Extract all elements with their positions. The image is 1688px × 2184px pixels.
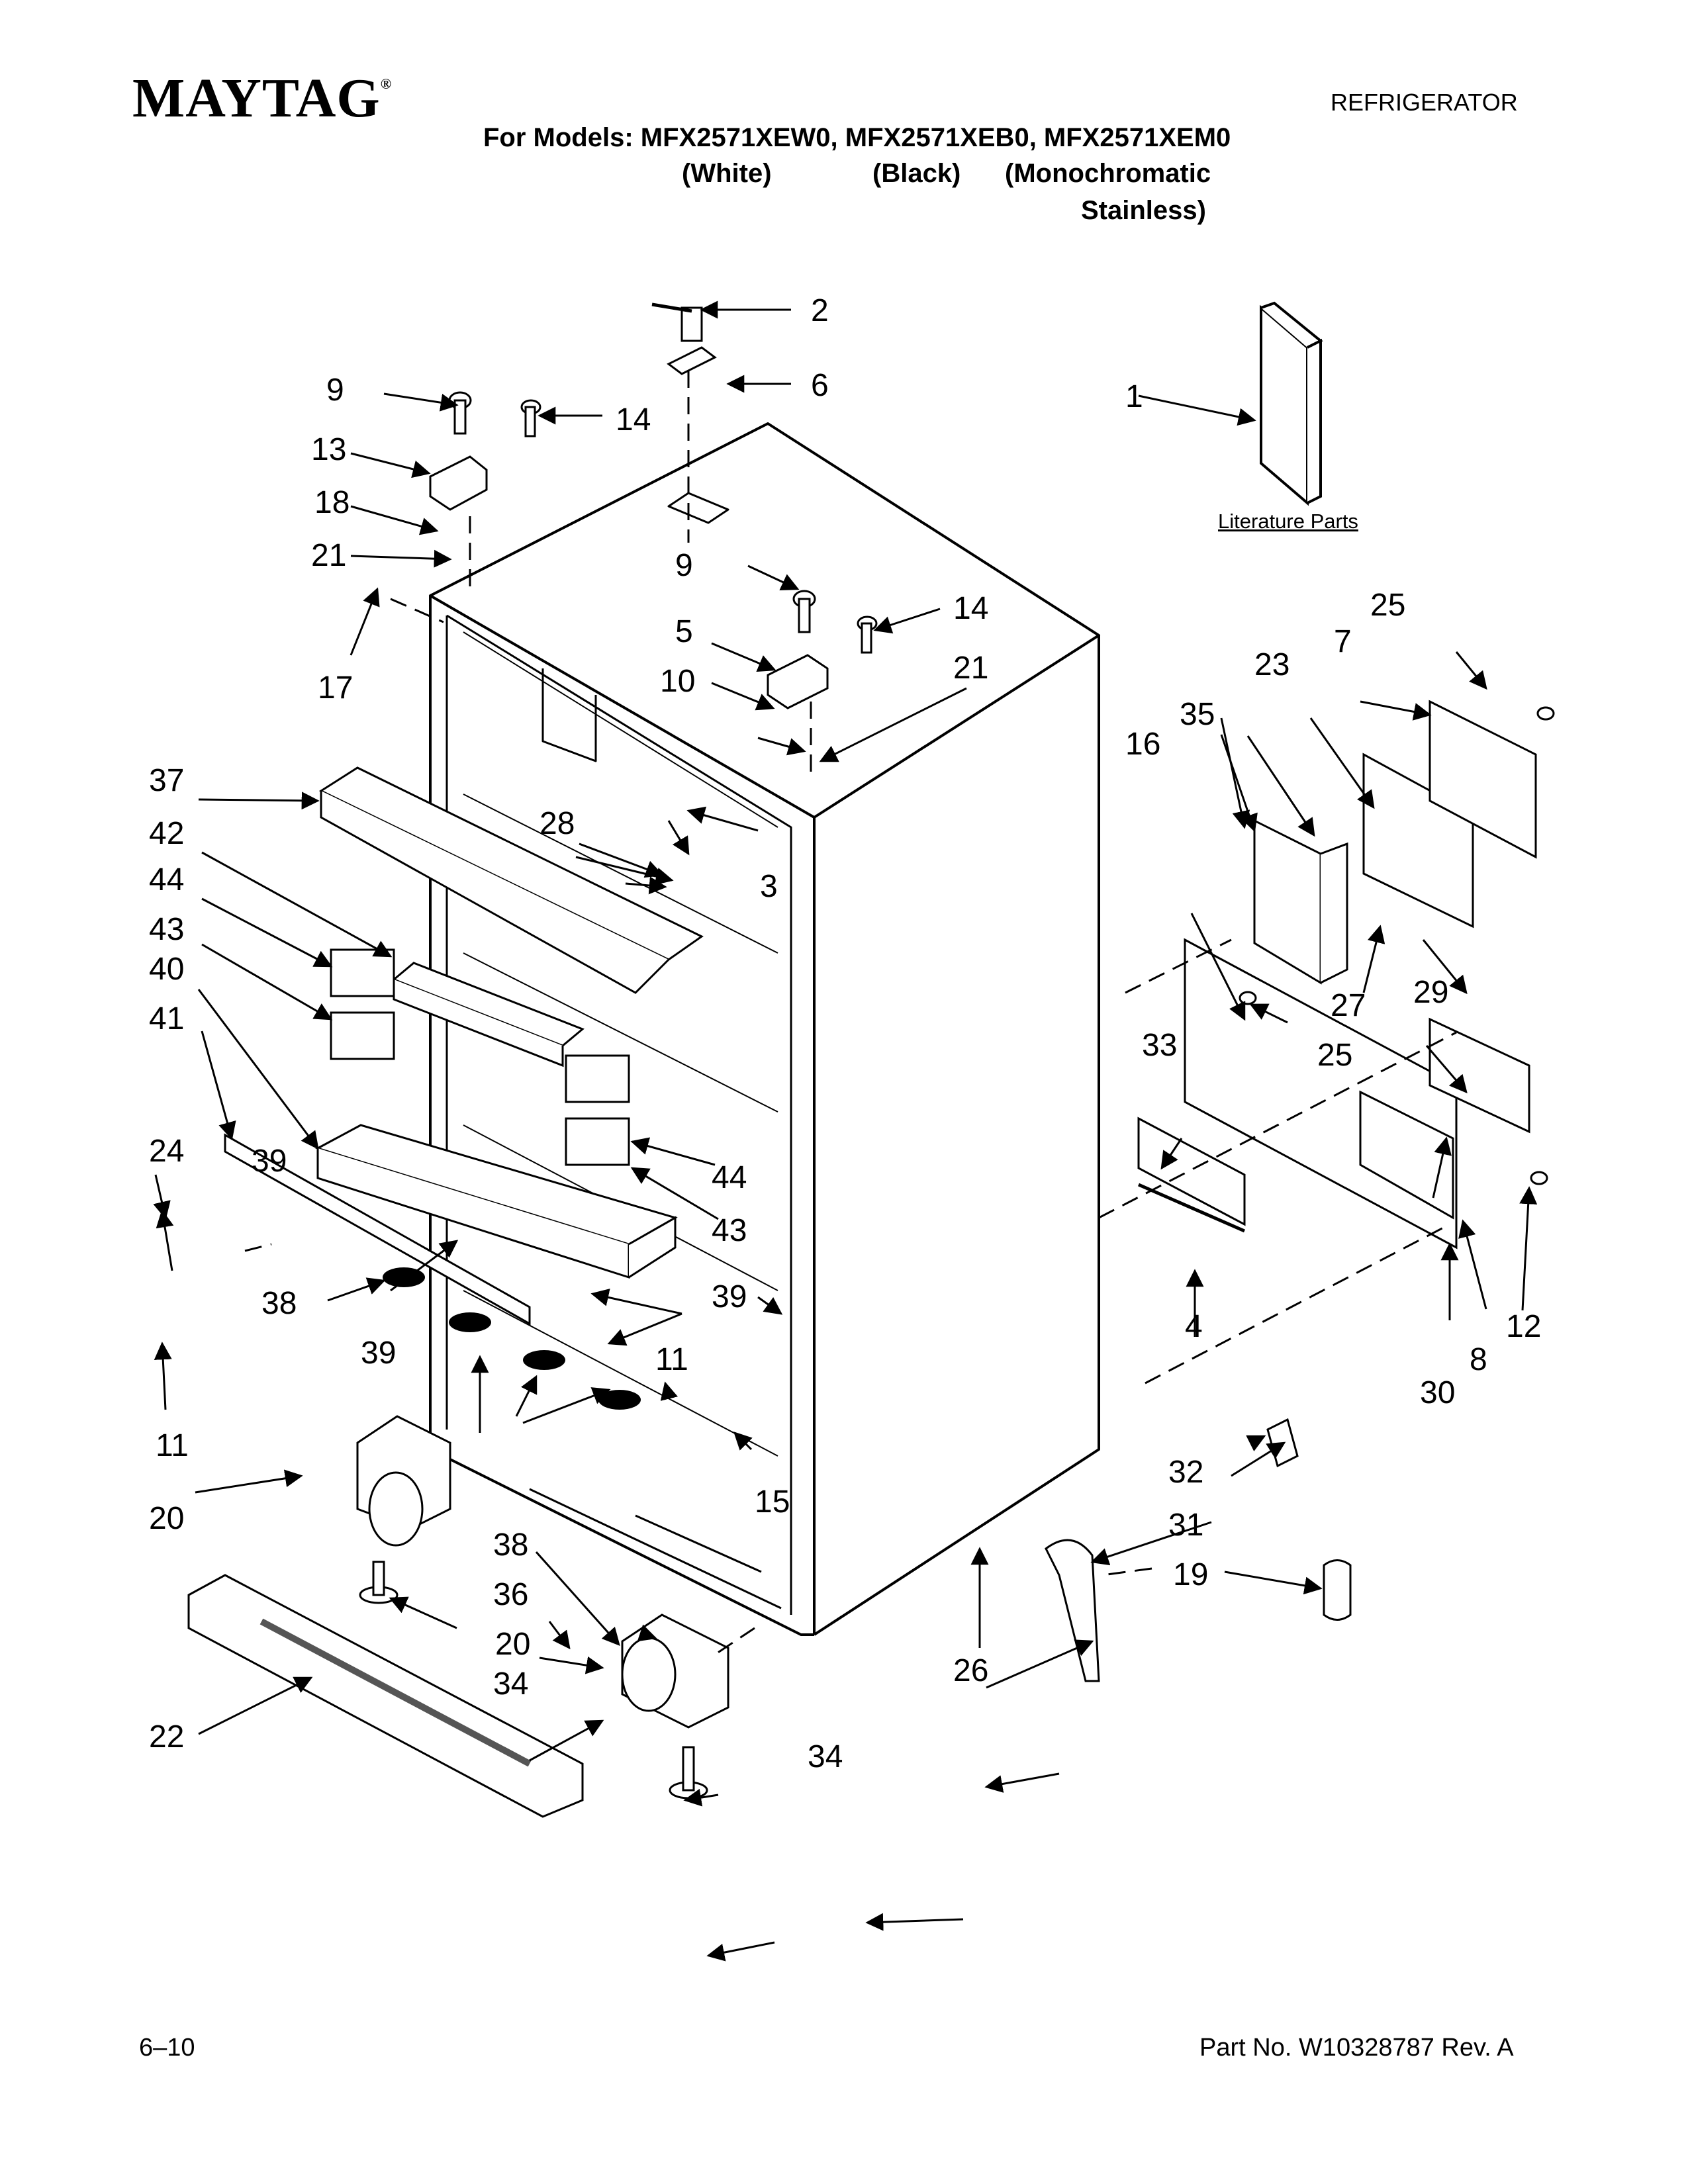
callout-9-mid: 9 [675,548,693,583]
callout-15: 15 [755,1484,790,1520]
callout-4: 4 [1185,1309,1203,1344]
callout-5: 5 [675,614,693,649]
callout-9-top: 9 [326,373,344,408]
callout-13: 13 [311,432,346,467]
callout-17: 17 [318,670,353,705]
callout-39-bottom: 39 [361,1336,396,1371]
callout-43-left: 43 [149,912,184,947]
callout-25-mid: 25 [1317,1038,1352,1073]
callout-21-top: 21 [311,538,346,573]
callout-35: 35 [1180,697,1215,732]
callout-29: 29 [1413,975,1448,1010]
callout-39-right: 39 [712,1279,747,1314]
electronics-drawings [1137,700,1555,1250]
callout-41: 41 [149,1001,184,1036]
callout-27: 27 [1331,988,1366,1023]
callout-3: 3 [760,869,778,904]
callout-11-left: 11 [156,1428,189,1463]
callout-28: 28 [539,806,575,841]
callout-18: 18 [314,485,350,520]
callout-6: 6 [811,368,829,403]
callout-36: 36 [493,1577,528,1612]
literature-drawing [1260,301,1323,506]
callout-16: 16 [1125,727,1160,762]
callout-26: 26 [953,1653,988,1688]
variant-white: (White) [682,159,772,188]
callout-8: 8 [1470,1342,1487,1377]
callout-44-left: 44 [149,862,184,897]
callout-38-bottom: 38 [493,1527,528,1563]
callout-7: 7 [1334,624,1352,659]
callout-34-right: 34 [808,1739,843,1774]
callout-20-right: 20 [495,1627,530,1662]
document-category: REFRIGERATOR [1331,89,1518,116]
callout-40: 40 [149,952,184,987]
leader-arrows [153,300,1538,1962]
callout-21-mid: 21 [953,651,988,686]
brand-logo: MAYTAG® [132,66,392,130]
callout-19: 19 [1173,1557,1208,1592]
callout-numbers: 1 2 3 4 5 6 7 8 9 9 10 11 11 12 13 14 14… [149,293,1541,1774]
callout-23: 23 [1254,647,1289,682]
roller-and-grille-drawings [187,1415,729,1818]
callout-22: 22 [149,1719,184,1754]
crossbar-drawings [224,766,704,1326]
callout-34-left: 34 [493,1666,528,1702]
callout-14-top: 14 [616,402,651,437]
shelf-support-drawings [330,948,630,1166]
brand-name: MAYTAG [132,68,381,129]
variant-monochromatic: (Monochromatic [1005,159,1211,188]
alignment-lines [244,371,1457,1656]
callout-20-left: 20 [149,1501,184,1536]
callout-44-right: 44 [712,1160,747,1195]
floor-vent-drawings [383,1267,641,1410]
callout-39-left: 39 [252,1144,287,1179]
callout-2: 2 [811,293,829,328]
footer-date: 6–10 [139,2034,195,2062]
callout-12: 12 [1506,1309,1541,1344]
callout-14-mid: 14 [953,591,988,626]
variant-stainless: Stainless) [1081,196,1206,225]
callout-31: 31 [1168,1508,1203,1543]
callout-37: 37 [149,763,184,798]
cabinet-drawing [429,422,1100,1636]
callout-33: 33 [1142,1028,1177,1063]
callout-32: 32 [1168,1455,1203,1490]
registered-mark: ® [380,75,393,92]
callout-11-right: 11 [655,1342,688,1377]
callout-1: 1 [1125,379,1143,414]
callout-38-left: 38 [261,1286,297,1321]
literature-parts-label: Literature Parts [1218,510,1358,533]
callout-30: 30 [1420,1375,1455,1410]
variant-black: (Black) [872,159,961,188]
callout-25-top: 25 [1370,588,1405,623]
models-line: For Models: MFX2571XEW0, MFX2571XEB0, MF… [483,123,1231,152]
callout-10: 10 [660,664,695,699]
hinge-drawings [429,302,878,709]
footer-part-number: Part No. W10328787 Rev. A [1199,2034,1514,2062]
callout-42: 42 [149,816,184,851]
callout-24: 24 [149,1134,184,1169]
callout-43-right: 43 [712,1213,747,1248]
